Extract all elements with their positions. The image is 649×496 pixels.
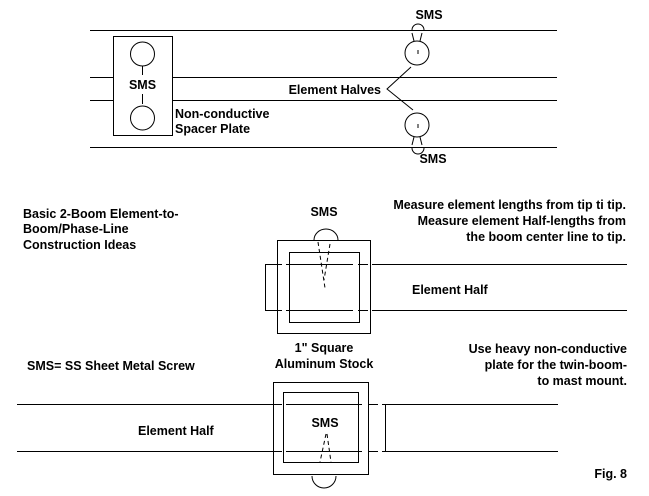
screw-shank — [317, 241, 326, 289]
stock-label-line1: 1" Square — [295, 341, 354, 355]
screw-shank — [319, 433, 327, 463]
stock-label-line2: Aluminum Stock — [275, 357, 374, 371]
title-line2: Boom/Phase-Line — [23, 222, 129, 236]
note-measure-line1: Measure element lengths from tip ti tip. — [393, 198, 626, 212]
lower-mount: SMS Element Half — [17, 382, 558, 489]
top-view: SMS Non-conductive Spacer Plate SMS SMS … — [90, 8, 557, 166]
spacer-plate — [113, 36, 173, 136]
lower-sms-label: SMS — [311, 416, 338, 430]
screw-shank-top — [411, 32, 423, 42]
boom-inner-wall — [283, 392, 359, 463]
upper-sms-label: SMS — [310, 205, 337, 219]
title-line3: Construction Ideas — [23, 238, 136, 252]
element-halves-leader — [386, 66, 414, 111]
note-measure-line3: the boom center line to tip. — [466, 230, 626, 244]
title-line1: Basic 2-Boom Element-to- — [23, 207, 179, 221]
screw-head-top — [411, 23, 425, 31]
boom-hole-top — [130, 41, 155, 67]
note-plate-line1: Use heavy non-conductive — [469, 342, 627, 356]
boom-outer-wall — [273, 382, 369, 475]
element-halves-label: Element Halves — [289, 83, 381, 97]
upper-mount: SMS Element Half 1" Square Aluminum Stoc… — [265, 205, 627, 371]
sms-legend: SMS= SS Sheet Metal Screw — [27, 359, 195, 373]
boom-inner-wall — [289, 252, 360, 323]
upper-element-half-label: Element Half — [412, 283, 489, 297]
element-half-end-top — [404, 40, 430, 66]
bottom-sms-label: SMS — [419, 152, 446, 166]
note-plate-line2: plate for the twin-boom- — [485, 358, 627, 372]
screw-shank — [326, 433, 332, 463]
spacer-plate-label-line2: Spacer Plate — [175, 122, 250, 136]
screw-shank-bottom — [411, 136, 423, 146]
boom-hole-bottom — [130, 105, 155, 131]
spacer-plate-label-line1: Non-conductive — [175, 107, 269, 121]
screw-head — [311, 475, 337, 489]
screw-head — [313, 228, 339, 241]
spacer-sms-label: SMS — [129, 78, 156, 92]
boom-outer-wall — [277, 240, 371, 334]
note-measure-line2: Measure element Half-lengths from — [418, 214, 626, 228]
note-plate-line3: to mast mount. — [537, 374, 627, 388]
screw-shank — [323, 243, 331, 281]
lower-element-half-label: Element Half — [138, 424, 215, 438]
element-half-end-bottom — [404, 112, 430, 138]
top-sms-label: SMS — [415, 8, 442, 22]
screw-head-bottom — [411, 147, 425, 155]
figure-label: Fig. 8 — [594, 467, 627, 481]
